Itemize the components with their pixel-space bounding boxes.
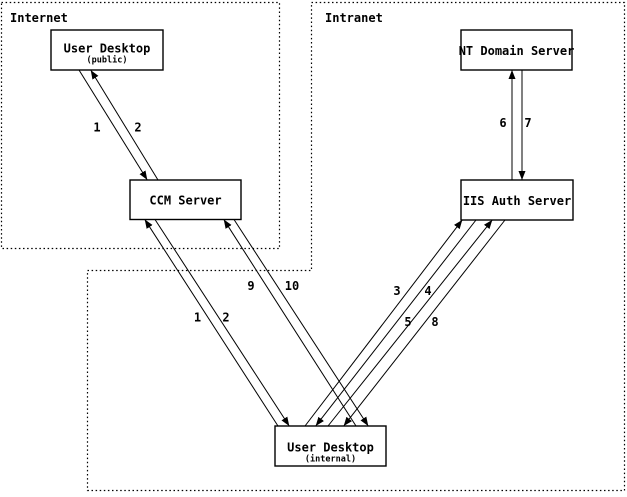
edge-labels: 1 2 1 2 9 10 3 4 5 8 6 7 [93, 116, 531, 329]
edge-5-internal-to-iis-arrow [327, 219, 493, 427]
edge-label: 2 [134, 121, 141, 135]
edge-label: 4 [424, 284, 431, 298]
edge-label: 3 [393, 284, 400, 298]
edge-1-public-to-ccm-arrow [78, 69, 148, 180]
zone-internet-label: Internet [10, 11, 68, 25]
edge-4-iis-to-internal-arrow [315, 219, 477, 426]
node-user-desktop-public-sublabel: (public) [87, 55, 128, 66]
edge-1-internal-to-ccm-arrow [144, 219, 279, 427]
node-iis-auth-server-label: IIS Auth Server [463, 194, 571, 208]
node-user-desktop-internal-box [274, 425, 387, 467]
node-user-desktop-public-box [50, 29, 164, 71]
zone-intranet-border [86, 1, 626, 492]
zone-intranet-label: Intranet [325, 11, 383, 25]
node-nt-domain-server-box [460, 29, 573, 71]
edge-3-internal-to-iis-arrow [304, 219, 463, 427]
zone-internet: Internet [0, 1, 281, 250]
node-user-desktop-internal: User Desktop (internal) [274, 425, 387, 467]
edge-2-ccm-to-internal-arrow [154, 219, 290, 427]
zone-intranet: Intranet [86, 1, 626, 492]
node-ccm-server-box [129, 179, 242, 221]
edge-label: 7 [524, 116, 531, 130]
node-user-desktop-internal-sublabel: (internal) [305, 454, 356, 465]
node-ccm-server-label: CCM Server [149, 194, 221, 208]
node-user-desktop-internal-label: User Desktop [287, 441, 374, 455]
edge-9-internal-to-ccm-arrow [223, 219, 357, 427]
node-ccm-server: CCM Server [129, 179, 242, 221]
edge-label: 10 [285, 279, 299, 293]
edge-label: 5 [404, 315, 411, 329]
edge-label: 9 [247, 279, 254, 293]
edge-2-ccm-to-public-arrow [90, 70, 159, 181]
edge-8-iis-to-internal-arrow [343, 219, 506, 426]
node-iis-auth-server: IIS Auth Server [460, 179, 574, 221]
edge-label: 1 [93, 121, 100, 135]
node-user-desktop-public: User Desktop (public) [50, 29, 164, 71]
edge-label: 2 [222, 311, 229, 325]
edges [78, 69, 526, 427]
node-nt-domain-server: NT Domain Server [459, 29, 575, 71]
node-nt-domain-server-label: NT Domain Server [459, 44, 575, 58]
node-user-desktop-public-label: User Desktop [64, 42, 151, 56]
edge-label: 1 [194, 311, 201, 325]
node-iis-auth-server-box [460, 179, 574, 221]
edge-label: 8 [431, 315, 438, 329]
edge-10-ccm-to-internal-arrow [233, 219, 369, 427]
edge-label: 6 [499, 116, 506, 130]
